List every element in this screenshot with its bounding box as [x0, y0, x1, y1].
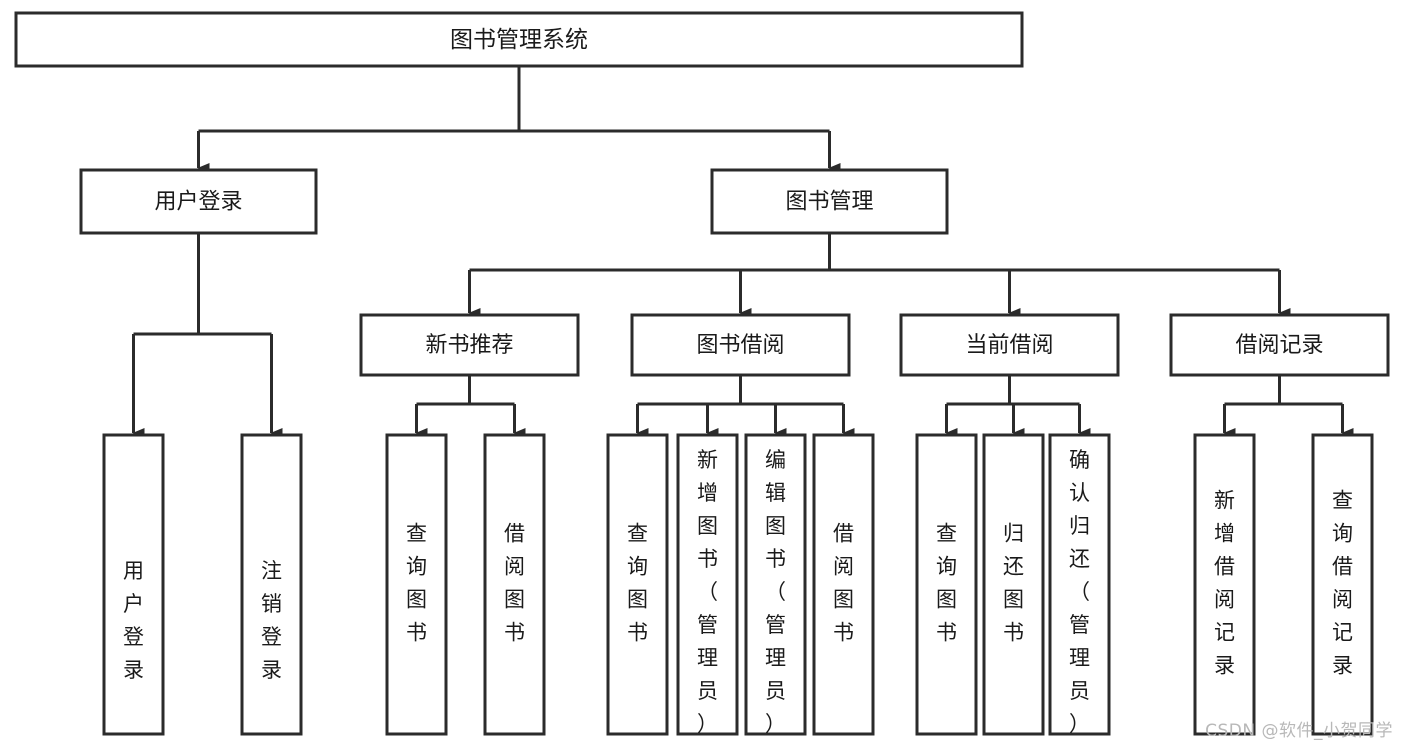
node-leaf-edit-book[interactable]: 编辑图书（管理员） [744, 433, 807, 736]
node-leaf-add-record-label: 新增借阅记录 [1214, 489, 1235, 678]
node-leaf-query-book-rec[interactable]: 查询图书 [385, 433, 448, 736]
node-leaf-query-book-borrow-label: 查询图书 [627, 522, 648, 645]
node-leaf-borrow-book-rec-label: 借阅图书 [504, 522, 525, 645]
node-book-manage-label: 图书管理 [785, 190, 873, 215]
node-root-label: 图书管理系统 [450, 27, 588, 53]
edge-layer [132, 66, 1354, 438]
node-leaf-add-record-rect[interactable] [1193, 433, 1256, 736]
node-leaf-add-book-rect[interactable] [676, 433, 739, 736]
node-book-borrow-rect[interactable] [630, 313, 851, 377]
node-root[interactable]: 图书管理系统 [14, 11, 1024, 68]
node-leaf-add-book-label: 新增图书（管理员） [697, 448, 718, 736]
node-leaf-query-book-rec-rect[interactable] [385, 433, 448, 736]
node-leaf-user-login-label: 用户登录 [123, 559, 144, 682]
node-leaf-logout-rect[interactable] [240, 433, 303, 736]
node-leaf-logout-label: 注销登录 [261, 559, 282, 682]
node-leaf-borrow-book-rect[interactable] [812, 433, 875, 736]
node-leaf-query-book-borrow-rect[interactable] [606, 433, 669, 736]
node-leaf-query-record[interactable]: 查询借阅记录 [1311, 433, 1374, 736]
node-new-book-rec-rect[interactable] [359, 313, 580, 377]
node-leaf-return-book-rect[interactable] [982, 433, 1045, 736]
node-leaf-confirm-return-rect[interactable] [1048, 433, 1111, 736]
node-leaf-borrow-book-rec[interactable]: 借阅图书 [483, 433, 546, 736]
node-new-book-rec[interactable]: 新书推荐 [359, 313, 580, 377]
node-borrow-record[interactable]: 借阅记录 [1169, 313, 1390, 377]
node-leaf-query-record-rect[interactable] [1311, 433, 1374, 736]
node-user-login[interactable]: 用户登录 [79, 168, 318, 235]
node-leaf-user-login-rect[interactable] [102, 433, 165, 736]
node-leaf-query-book-cur-rect[interactable] [915, 433, 978, 736]
node-leaf-confirm-return-label: 确认归还（管理员） [1069, 448, 1090, 736]
node-leaf-logout[interactable]: 注销登录 [240, 433, 303, 736]
node-leaf-return-book[interactable]: 归还图书 [982, 433, 1045, 736]
node-leaf-borrow-book-rec-rect[interactable] [483, 433, 546, 736]
node-book-manage[interactable]: 图书管理 [710, 168, 949, 235]
node-leaf-query-book-cur[interactable]: 查询图书 [915, 433, 978, 736]
watermark-label: CSDN @软件_小贺同学 [1205, 721, 1393, 741]
node-root-rect[interactable] [14, 11, 1024, 68]
node-user-login-label: 用户登录 [154, 190, 242, 215]
node-leaf-query-book-cur-label: 查询图书 [936, 522, 957, 645]
node-layer: 图书管理系统用户登录图书管理新书推荐图书借阅当前借阅借阅记录用户登录注销登录查询… [14, 11, 1390, 736]
node-leaf-confirm-return[interactable]: 确认归还（管理员） [1048, 433, 1111, 736]
node-user-login-rect[interactable] [79, 168, 318, 235]
node-new-book-rec-label: 新书推荐 [425, 333, 513, 358]
node-leaf-edit-book-label: 编辑图书（管理员） [765, 448, 786, 736]
node-leaf-edit-book-rect[interactable] [744, 433, 807, 736]
node-current-borrow-rect[interactable] [899, 313, 1120, 377]
node-leaf-query-record-label: 查询借阅记录 [1332, 489, 1353, 678]
node-borrow-record-label: 借阅记录 [1235, 333, 1323, 358]
node-leaf-borrow-book-label: 借阅图书 [833, 522, 854, 645]
node-book-borrow[interactable]: 图书借阅 [630, 313, 851, 377]
node-current-borrow[interactable]: 当前借阅 [899, 313, 1120, 377]
node-leaf-add-book[interactable]: 新增图书（管理员） [676, 433, 739, 736]
node-leaf-add-record[interactable]: 新增借阅记录 [1193, 433, 1256, 736]
node-borrow-record-rect[interactable] [1169, 313, 1390, 377]
node-leaf-borrow-book[interactable]: 借阅图书 [812, 433, 875, 736]
node-leaf-user-login[interactable]: 用户登录 [102, 433, 165, 736]
node-leaf-return-book-label: 归还图书 [1003, 522, 1024, 645]
node-leaf-query-book-rec-label: 查询图书 [406, 522, 427, 645]
node-current-borrow-label: 当前借阅 [965, 333, 1053, 358]
node-book-manage-rect[interactable] [710, 168, 949, 235]
node-leaf-query-book-borrow[interactable]: 查询图书 [606, 433, 669, 736]
node-book-borrow-label: 图书借阅 [696, 333, 784, 358]
